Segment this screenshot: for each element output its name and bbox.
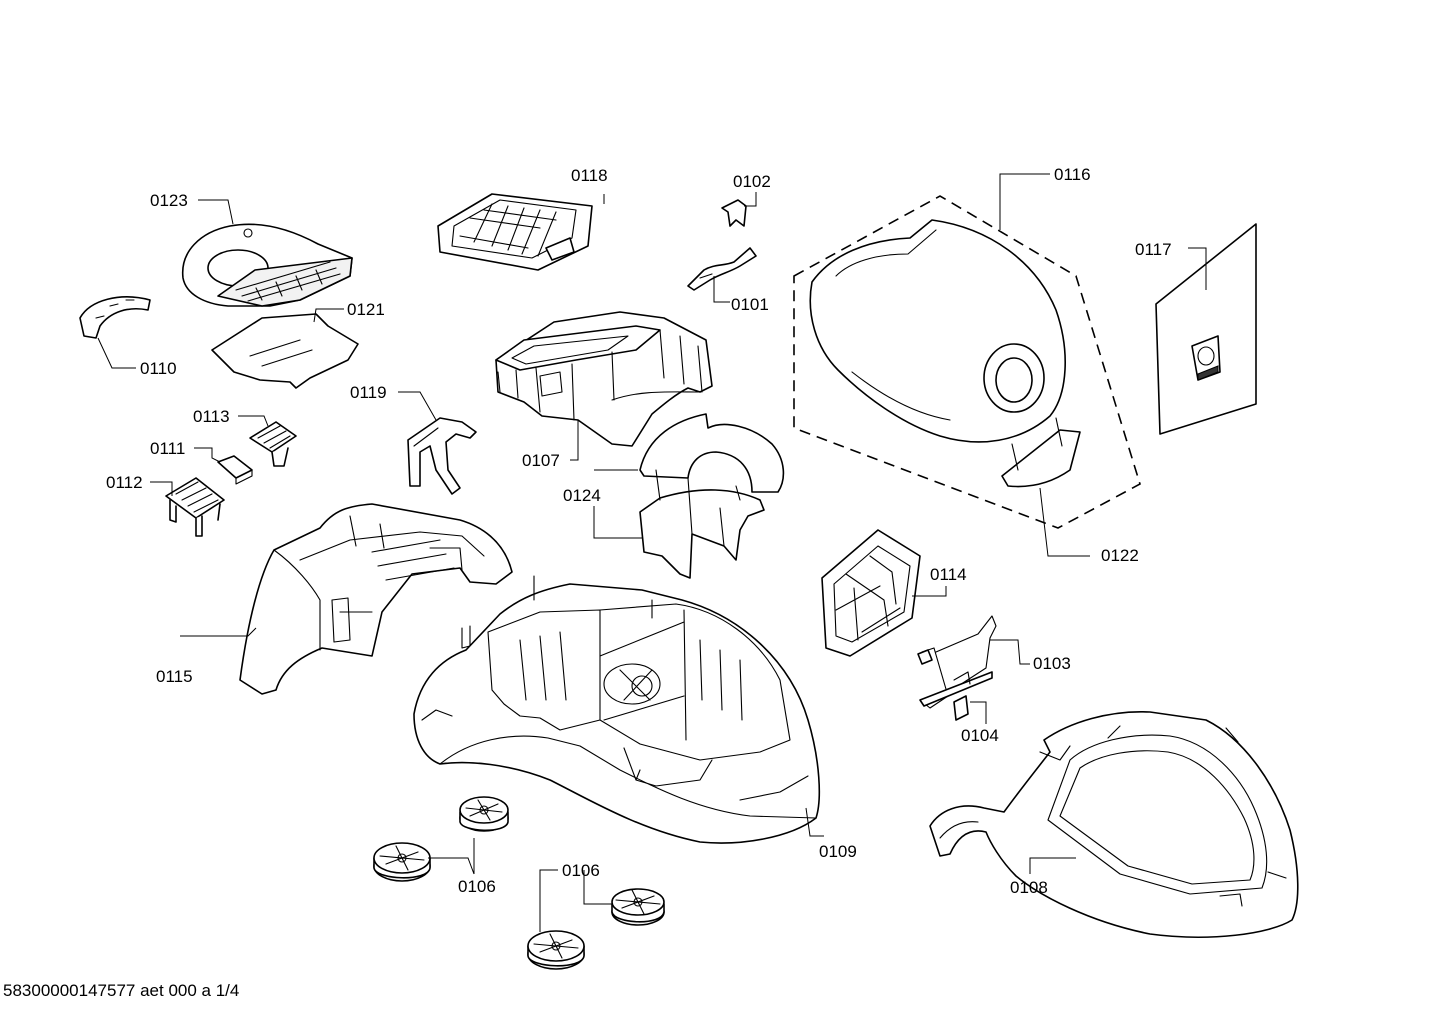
document-footer-code: 58300000147577 aet 000 a 1/4 <box>3 981 240 1000</box>
label-0104: 0104 <box>961 726 999 745</box>
part-0118-filter-frame <box>437 193 593 271</box>
leader-0110 <box>97 337 136 369</box>
part-0106-wheel-d <box>527 930 585 970</box>
part-0103-spring-frame <box>917 615 997 709</box>
leader-0122 <box>1039 487 1090 557</box>
part-0119-bracket <box>407 417 477 495</box>
part-0104-small-clip <box>953 695 969 721</box>
label-0108: 0108 <box>1010 878 1048 897</box>
leader-0123 <box>198 199 234 225</box>
part-0112-grille <box>165 477 225 537</box>
leader-0107 <box>570 420 579 461</box>
label-0119: 0119 <box>350 383 387 402</box>
part-0106-wheel-b <box>373 842 431 882</box>
leader-0109 <box>805 807 824 837</box>
leader-0112 <box>150 481 173 496</box>
part-0106-wheel-c <box>611 888 665 926</box>
part-0108-chassis-frame <box>929 710 1299 938</box>
leader-0117 <box>1188 247 1207 290</box>
part-0121-filter-mat <box>211 313 359 389</box>
label-0118: 0118 <box>571 166 608 185</box>
part-0101-spring-clip <box>687 247 757 291</box>
leader-0104 <box>970 701 987 724</box>
leader-0103 <box>990 639 1030 665</box>
part-0106-wheel-a <box>459 796 509 832</box>
part-0124-motor-cover <box>639 413 785 579</box>
part-0117-dust-bag <box>1155 223 1257 435</box>
label-0117: 0117 <box>1135 240 1172 259</box>
part-0116-bag-compartment-cover <box>793 195 1141 529</box>
leader-0106b <box>539 869 612 932</box>
label-0112: 0112 <box>106 473 143 492</box>
label-0106-b: 0106 <box>562 861 600 880</box>
leader-0124 <box>593 469 642 539</box>
label-0101: 0101 <box>731 295 769 314</box>
label-0106-a: 0106 <box>458 877 496 896</box>
part-0113-grille <box>249 421 297 467</box>
label-0111: 0111 <box>150 439 185 458</box>
leader-0115 <box>180 627 257 637</box>
label-0107: 0107 <box>522 451 560 470</box>
part-0115-rear-housing <box>239 503 513 695</box>
part-0107-motor-housing <box>495 311 713 447</box>
label-0109: 0109 <box>819 842 857 861</box>
leader-0113 <box>238 415 269 427</box>
label-0113: 0113 <box>193 407 230 426</box>
leader-0121 <box>313 308 344 323</box>
label-0115: 0115 <box>156 667 193 686</box>
leader-0101 <box>713 276 730 303</box>
leader-0102 <box>744 192 757 207</box>
label-0123: 0123 <box>150 191 188 210</box>
part-0114-exhaust-filter <box>821 529 921 657</box>
leader-0116 <box>999 173 1050 230</box>
part-0109-base-housing <box>413 575 821 844</box>
label-0116: 0116 <box>1054 165 1091 184</box>
leader-0108 <box>1029 857 1076 874</box>
leader-0119 <box>398 391 437 421</box>
part-0122-lid-handle <box>1001 417 1081 488</box>
leader-0114 <box>912 586 947 597</box>
part-0102-bracket <box>721 199 747 227</box>
label-0124: 0124 <box>563 486 601 505</box>
label-0110: 0110 <box>140 359 177 378</box>
part-0111-clip <box>217 455 253 485</box>
label-0103: 0103 <box>1033 654 1071 673</box>
leader-0106a <box>428 838 475 875</box>
leader-0111 <box>194 447 221 463</box>
label-0122: 0122 <box>1101 546 1139 565</box>
label-0102: 0102 <box>733 172 771 191</box>
part-0110-handle-piece <box>79 296 151 339</box>
part-0123-top-cover <box>181 223 353 307</box>
label-0121: 0121 <box>347 300 385 319</box>
label-0114: 0114 <box>930 565 967 584</box>
